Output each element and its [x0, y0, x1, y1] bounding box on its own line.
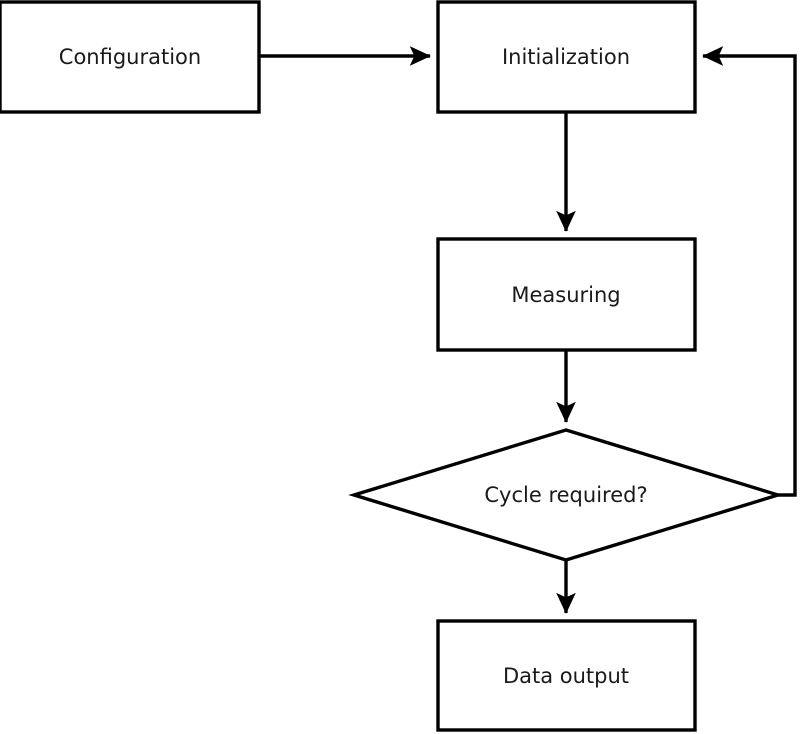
node-data-output-shape — [436, 619, 697, 732]
node-initialization-label: Initialization — [502, 45, 630, 69]
node-configuration-label: Configuration — [59, 45, 201, 69]
edge-group — [259, 46, 797, 614]
node-configuration[interactable]: Configuration — [0, 0, 261, 114]
node-cycle-required[interactable]: Cycle required? — [348, 428, 784, 562]
node-initialization-shape — [436, 0, 697, 114]
node-measuring-shape — [436, 237, 697, 352]
node-cycle-required-shape — [348, 428, 784, 562]
node-group: Configuration Initialization Measuring C… — [0, 0, 784, 732]
node-measuring[interactable]: Measuring — [436, 237, 697, 352]
edge-cycle-required-to-initialization-feedback — [702, 46, 797, 497]
node-cycle-required-label: Cycle required? — [484, 483, 647, 507]
node-data-output[interactable]: Data output — [436, 619, 697, 732]
node-data-output-label: Data output — [503, 664, 629, 688]
node-configuration-shape — [0, 0, 261, 114]
node-measuring-label: Measuring — [511, 283, 620, 307]
node-initialization[interactable]: Initialization — [436, 0, 697, 114]
